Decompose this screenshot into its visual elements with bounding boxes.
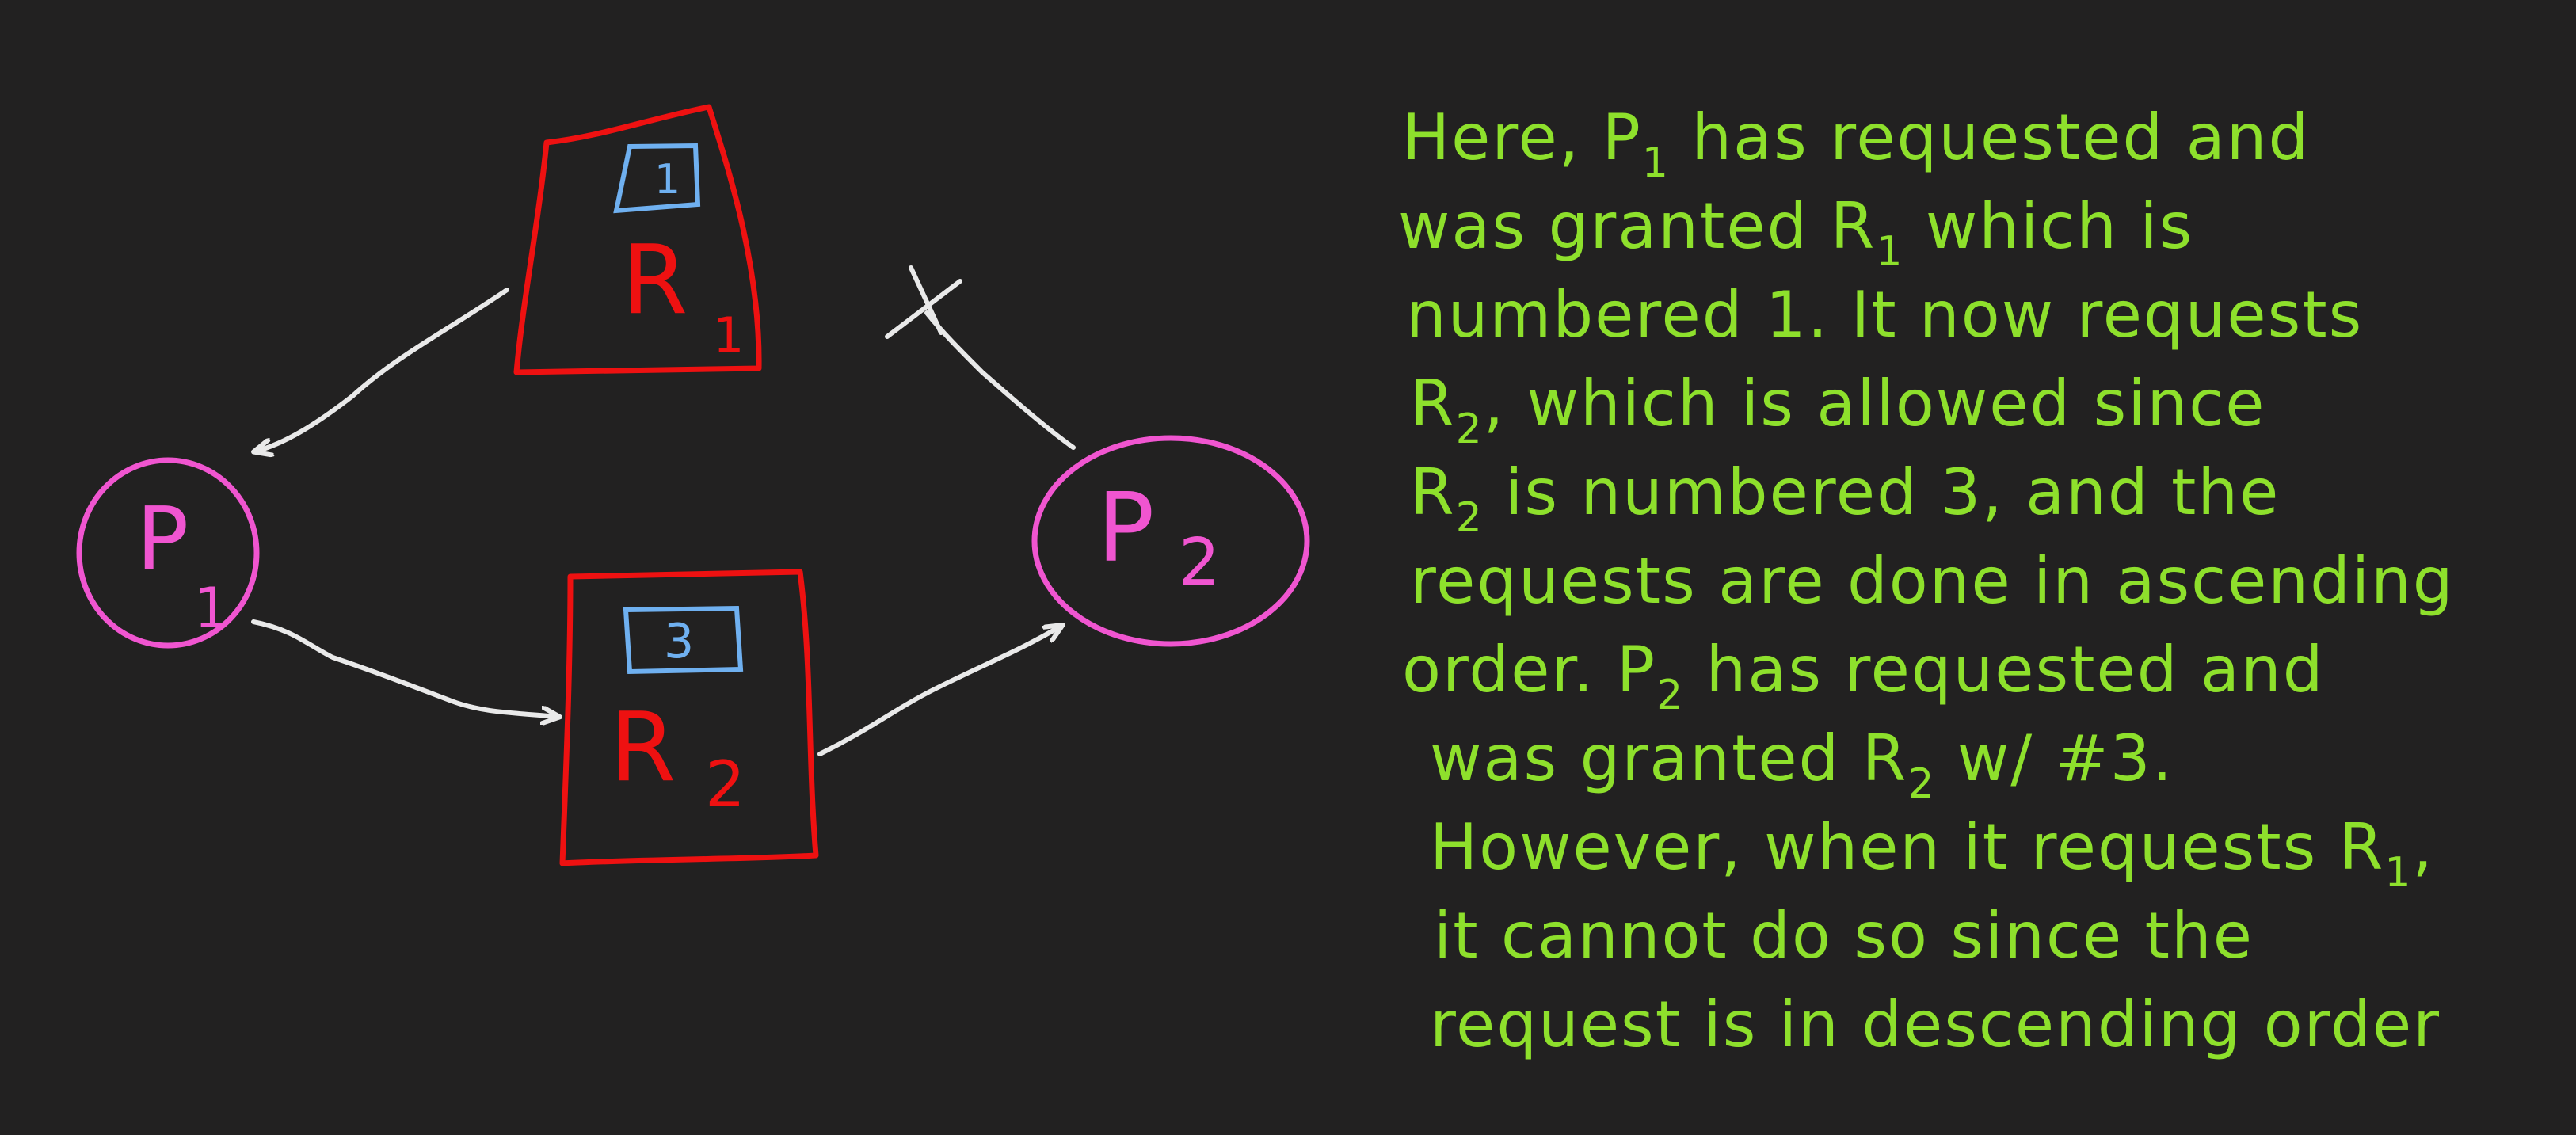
note-line: request is in descending order — [1430, 988, 2441, 1061]
denied-x-mark — [885, 265, 962, 339]
note-line: R2, which is allowed since — [1410, 367, 2266, 453]
process-p2-circle — [1031, 435, 1310, 647]
resource-r1-label: R — [622, 226, 688, 336]
edge-p2-to-r1-denied — [924, 310, 1076, 450]
note-line: However, when it requests R1, — [1430, 810, 2434, 897]
resource-r2-label: R — [610, 693, 676, 803]
explanation-note: Here, P1 has requested and was granted R… — [1398, 93, 2547, 1068]
resource-r2: 3 R 2 — [559, 569, 819, 866]
resource-r2-number-box — [623, 605, 744, 675]
resource-r2-number: 3 — [664, 614, 694, 669]
process-p1-label: P — [136, 488, 189, 589]
edge-r1-to-p1 — [255, 288, 509, 451]
resource-r2-box — [559, 569, 819, 866]
note-line: was granted R2 w/ #3. — [1430, 722, 2174, 808]
note-line: R2 is numbered 3, and the — [1410, 455, 2281, 542]
resource-r1-number: 1 — [654, 156, 680, 204]
process-p2-label: P — [1097, 474, 1154, 584]
process-p1-circle — [76, 457, 260, 649]
note-line: numbered 1. It now requests — [1406, 278, 2364, 352]
resource-r1: 1 R 1 — [513, 104, 762, 375]
note-line: order. P2 has requested and — [1402, 633, 2325, 719]
resource-r2-subscript: 2 — [705, 748, 745, 821]
edge-r2-to-p2 — [817, 626, 1061, 756]
note-line: it cannot do so since the — [1434, 899, 2254, 973]
note-line: requests are done in ascending — [1410, 544, 2455, 618]
resource-r1-box — [513, 104, 762, 375]
process-p1-subscript: 1 — [194, 576, 230, 641]
edge-p1-to-r2 — [251, 619, 558, 717]
process-p2: P 2 — [1031, 435, 1310, 647]
process-p2-subscript: 2 — [1179, 525, 1220, 600]
note-line: Here, P1 has requested and — [1402, 101, 2311, 187]
resource-r1-subscript: 1 — [713, 307, 744, 364]
note-line: was granted R1 which is — [1398, 189, 2194, 276]
process-p1: P 1 — [76, 457, 260, 649]
resource-r1-number-box — [613, 143, 701, 214]
